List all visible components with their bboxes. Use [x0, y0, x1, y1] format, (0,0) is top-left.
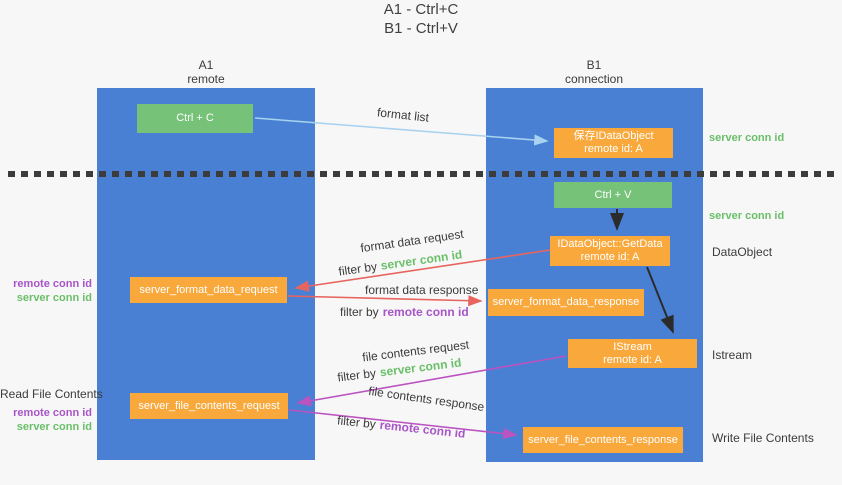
diagram-title: A1 - Ctrl+C B1 - Ctrl+V [0, 0, 842, 38]
node-ctrl-v-label: Ctrl + V [594, 188, 632, 201]
lifeline-b1-role: connection [564, 72, 624, 86]
node-server-format-data-request-label: server_format_data_request [139, 283, 278, 296]
node-server-file-contents-response: server_file_contents_response [523, 427, 683, 453]
remote-conn-id-text: remote conn id [379, 417, 467, 441]
node-istream-line2: remote id: A [603, 353, 662, 366]
node-ctrl-v: Ctrl + V [554, 182, 672, 208]
annotation-server-conn-id-mid: server conn id [709, 210, 785, 222]
dotted-separator-line [8, 171, 834, 177]
title-line-1: A1 - Ctrl+C [383, 1, 459, 18]
node-server-format-data-request: server_format_data_request [130, 277, 287, 303]
node-ctrl-c: Ctrl + C [137, 104, 253, 133]
lifeline-b1-name: B1 [586, 58, 602, 72]
node-save-dataobject: 保存IDataObject remote id: A [554, 128, 673, 158]
title-line-2: B1 - Ctrl+V [384, 20, 458, 37]
node-save-dataobject-line2: remote id: A [584, 143, 643, 155]
annotation-istream: Istream [712, 348, 753, 362]
annotation-server-conn-id-top: server conn id [709, 132, 785, 144]
node-server-file-contents-request: server_file_contents_request [130, 393, 288, 419]
node-ctrl-c-label: Ctrl + C [176, 112, 214, 124]
lifeline-header-a1: A1 remote [136, 58, 276, 86]
annotation-remote-conn-id-bottom: remote conn id [13, 407, 92, 419]
lifeline-a1-name: A1 [198, 58, 214, 72]
server-conn-id-text: server conn id [379, 247, 464, 273]
annotation-dataobject: DataObject [712, 245, 773, 259]
annotation-write-file-contents: Write File Contents [712, 431, 814, 445]
node-save-dataobject-line1: 保存IDataObject [573, 130, 654, 142]
annotation-read-file-contents: Read File Contents [0, 387, 103, 401]
annotation-server-conn-id-left-top: server conn id [16, 292, 92, 304]
lifeline-a1-role: remote [187, 72, 225, 86]
label-format-data-response: format data response [365, 283, 479, 297]
filter-by-text: filter by [336, 365, 377, 385]
node-getdata-line2: remote id: A [580, 251, 640, 263]
node-server-format-data-response-label: server_format_data_response [492, 296, 640, 308]
node-istream-line1: IStream [613, 340, 652, 353]
filter-by-text: filter by [336, 413, 377, 432]
label-file-contents-response: file contents response [367, 383, 486, 415]
node-getdata-line1: IDataObject::GetData [557, 238, 663, 250]
node-istream: IStream remote id: A [568, 339, 697, 368]
node-server-file-contents-response-label: server_file_contents_response [528, 433, 678, 446]
remote-conn-id-text: remote conn id [382, 305, 469, 319]
lifeline-header-b1: B1 connection [524, 58, 664, 86]
node-server-file-contents-request-label: server_file_contents_request [138, 399, 280, 412]
annotation-remote-conn-id-top: remote conn id [13, 278, 92, 290]
filter-by-text: filter by [340, 305, 379, 319]
node-getdata: IDataObject::GetData remote id: A [550, 236, 670, 266]
label-format-list: format list [376, 105, 430, 125]
node-server-format-data-response: server_format_data_response [488, 289, 644, 316]
annotation-server-conn-id-left-bottom: server conn id [16, 421, 92, 433]
filter-by-text: filter by [337, 259, 378, 279]
